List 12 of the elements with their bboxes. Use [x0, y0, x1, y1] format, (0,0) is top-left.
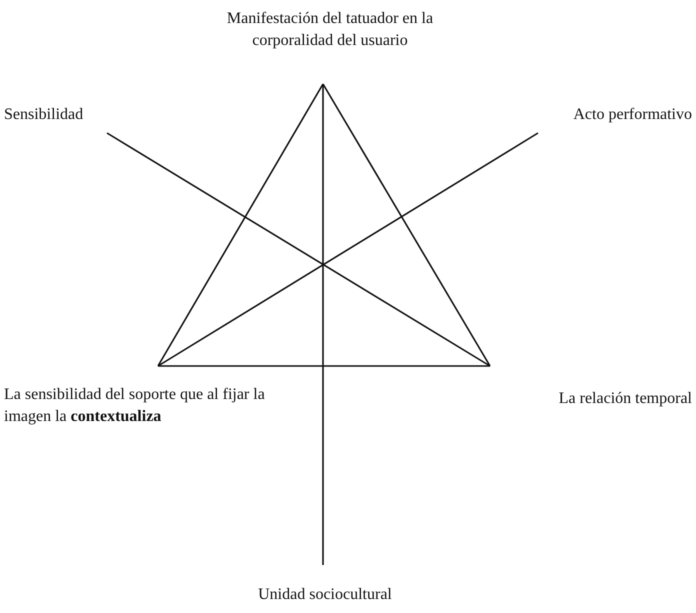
connector-line: [157, 84, 324, 366]
connector-line: [322, 84, 324, 565]
connector-line: [106, 132, 490, 367]
axis-label: Acto performativo: [534, 104, 692, 136]
axis-label: Sensibilidad: [4, 104, 110, 136]
axis-label: La relación temporal: [486, 362, 692, 412]
connector-line: [158, 132, 538, 367]
connector-line: [322, 84, 491, 366]
axis-label: Unidad sociocultural: [235, 562, 415, 610]
axis-label: Manifestación del tatuador en la corporalidad del usuario: [195, 8, 465, 88]
connector-line: [158, 365, 490, 367]
axis-label: La sensibilidad del soporte que al fijar la imagen la contextualiza: [4, 362, 276, 430]
